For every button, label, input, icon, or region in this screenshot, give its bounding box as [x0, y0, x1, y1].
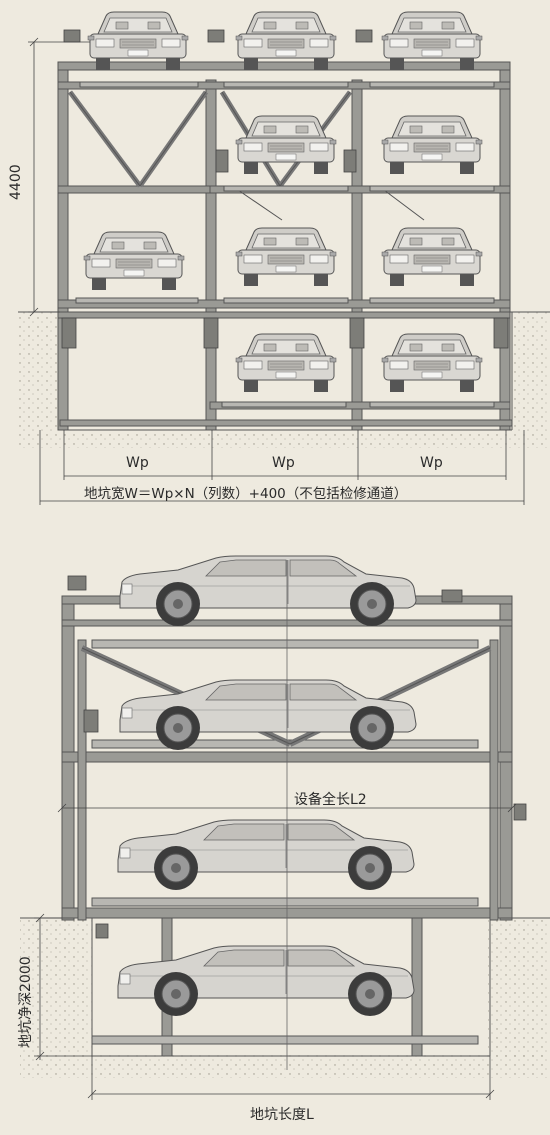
pit-depth-dimension: [34, 913, 92, 1061]
height-dimension-label: 4400: [8, 164, 24, 200]
pit-length-dimension: [87, 1056, 495, 1100]
pit-depth-label: 地坑净深2000: [18, 956, 34, 1048]
front-ground-bottom: [18, 430, 550, 448]
column-width-label-3: Wp: [420, 455, 443, 471]
front-motor-units: [61, 29, 509, 349]
pit-width-formula: 地坑宽W＝Wp×N（列数）+400（不包括检修通道）: [84, 486, 408, 502]
front-ground-left: [18, 312, 63, 434]
column-width-label-1: Wp: [126, 455, 149, 471]
pit-length-label: 地坑长度L: [250, 1107, 314, 1123]
height-dimension-line: [28, 37, 90, 317]
side-ground-left: [20, 918, 92, 1058]
side-view: [20, 555, 550, 1100]
side-ground-right: [488, 918, 550, 1058]
front-ground-right: [510, 312, 550, 434]
front-view: [18, 11, 550, 505]
equipment-length-dimension: [57, 803, 517, 813]
column-width-label-2: Wp: [272, 455, 295, 471]
width-dimension-lines: [39, 430, 525, 505]
equipment-length-label: 设备全长L2: [294, 792, 367, 808]
front-pallets: [75, 81, 495, 408]
